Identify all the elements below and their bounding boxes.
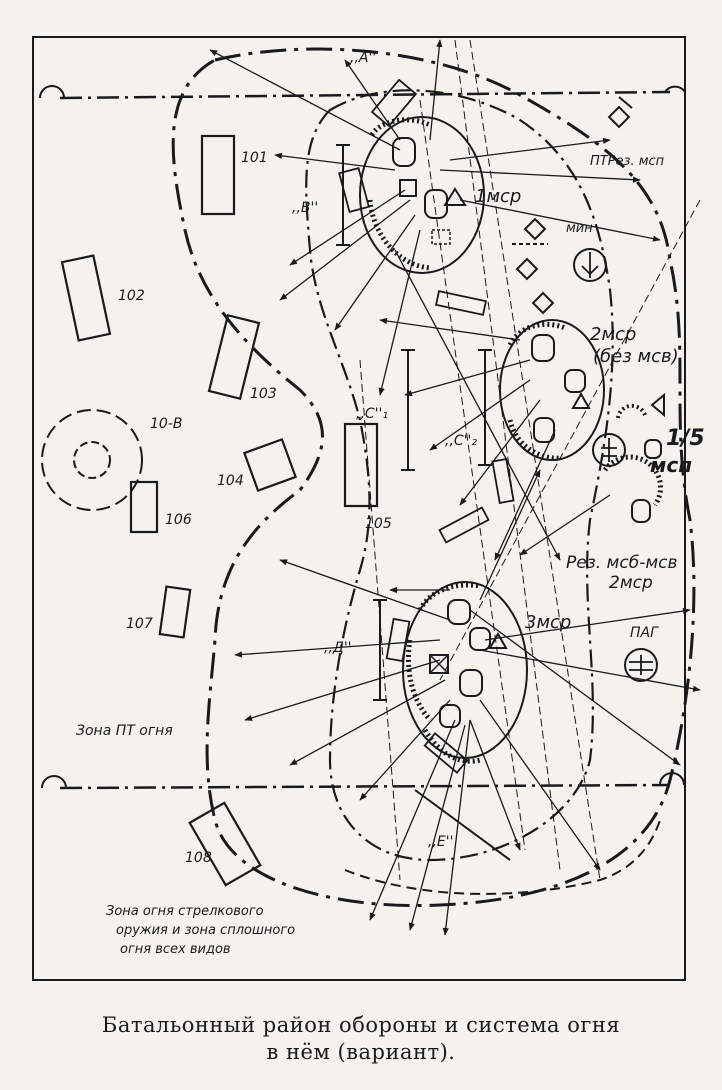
label-position-105: 105 (365, 516, 392, 532)
boundary-notch-top-right (664, 85, 686, 93)
anti-tank-fire-zone (171, 47, 696, 908)
small-arms-fire-zone (305, 89, 614, 862)
battalion-reserve-positions (602, 392, 665, 523)
label-mines: мин (566, 221, 593, 236)
position-102 (60, 254, 112, 342)
map-frame (32, 36, 686, 981)
label-position-107: 107 (126, 616, 153, 632)
mine-circle-icon (573, 248, 607, 282)
position-105 (343, 422, 379, 508)
label-point-b: ,,В'' (292, 200, 318, 216)
label-at-reserve: ПТРез. мсп (590, 154, 665, 169)
position-101 (200, 134, 236, 216)
command-post-icon (592, 433, 626, 467)
label-company-1: 1мср (475, 186, 521, 207)
vehicle-markers (338, 78, 515, 774)
label-reserve: Рез. мсб-мсв (566, 553, 678, 573)
label-small-arms-zone-3: огня всех видов (120, 942, 231, 957)
label-battalion-number: 1/5 (666, 426, 705, 451)
label-point-c1: ,,С''₁ (356, 406, 388, 422)
label-point-a: ,,А'' (350, 50, 376, 66)
label-small-arms-zone-2: оружия и зона сплошного (116, 923, 295, 938)
anti-tank-obstacle-line (512, 96, 633, 315)
position-103 (207, 313, 261, 401)
boundary-notch-bottom-left (41, 775, 67, 789)
label-company-3: 3мср (525, 612, 571, 633)
company-2-strongpoint (499, 319, 605, 461)
company-1-strongpoint (359, 116, 485, 274)
position-106 (129, 480, 159, 534)
position-104 (242, 437, 298, 493)
label-battalion-regiment: мсп (650, 453, 692, 477)
label-position-10b: 10-В (150, 416, 182, 432)
boundary-notch-top-left (39, 85, 65, 99)
label-reserve-company: 2мср (609, 573, 653, 593)
position-108 (188, 801, 262, 887)
long-fire-lines (359, 39, 701, 881)
position-10b-circles (41, 409, 143, 511)
label-position-101: 101 (241, 150, 268, 166)
label-position-103: 103 (250, 386, 277, 402)
label-position-108: 108 (185, 850, 212, 866)
caption-line-2: в нём (вариант). (266, 1040, 456, 1064)
bottom-fire-zone (344, 819, 661, 895)
fire-sector-markers (336, 144, 511, 861)
label-anti-tank-zone: Зона ПТ огня (76, 723, 173, 739)
label-point-c2: ,,С''₂ (445, 433, 477, 449)
label-company-2-note: (без мсв) (593, 346, 679, 367)
label-small-arms-zone-1: Зона огня стрелкового (106, 904, 264, 919)
position-107 (158, 585, 192, 639)
figure-caption: Батальонный район обороны и система огня… (0, 1012, 722, 1066)
label-position-106: 106 (165, 512, 192, 528)
label-position-102: 102 (118, 288, 145, 304)
label-point-e: ,,Е'' (428, 834, 453, 850)
label-point-d: ,,Д'' (324, 640, 352, 656)
label-artillery-group: ПАГ (630, 625, 659, 641)
caption-line-1: Батальонный район обороны и система огня (101, 1013, 621, 1037)
artillery-group-icon (624, 648, 658, 682)
label-company-2: 2мср (590, 324, 636, 345)
label-position-104: 104 (217, 473, 244, 489)
fire-directions (209, 39, 701, 936)
